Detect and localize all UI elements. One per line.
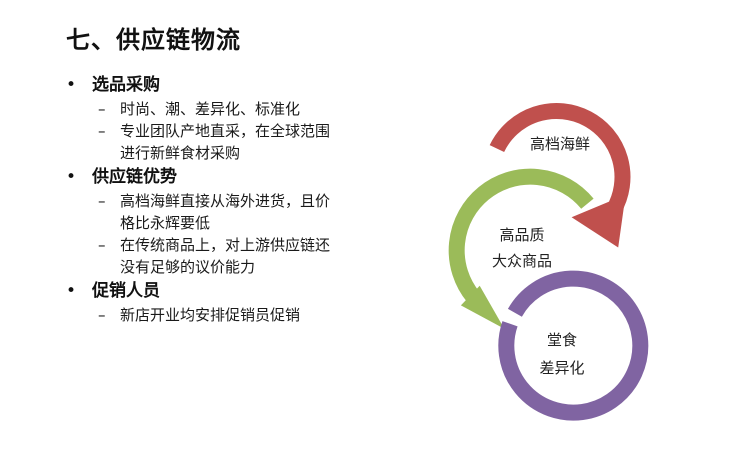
circle-label-red: 高档海鲜: [530, 135, 590, 153]
bullet-list: • 选品采购 – 时尚、潮、差异化、标准化 – 专业团队产地直采，在全球范围 进…: [64, 72, 394, 326]
dash-icon: –: [98, 192, 106, 210]
bullet-heading: • 供应链优势: [64, 164, 394, 190]
circle-label-green-1: 高品质: [499, 226, 544, 244]
bullet-section: • 供应链优势 – 高档海鲜直接从海外进货，且价 格比永辉要低 – 在传统商品上…: [64, 164, 394, 278]
sub-bullet-line: 格比永辉要低: [120, 214, 211, 232]
red-arrowhead-icon: [571, 194, 626, 248]
sub-bullet-line: 没有足够的议价能力: [120, 258, 256, 276]
sub-bullet-line: 专业团队产地直采，在全球范围: [120, 122, 331, 140]
green-arc: [448, 168, 594, 303]
cycle-diagram: 高档海鲜 高品质 大众商品 堂食 差异化: [448, 102, 649, 421]
circle-label-purple-2: 差异化: [539, 359, 584, 377]
circle-label-green-2: 大众商品: [492, 252, 552, 270]
dash-icon: –: [98, 236, 106, 254]
sub-bullet-line: 进行新鲜食材采购: [120, 144, 241, 162]
bullet-heading-text: 促销人员: [92, 281, 160, 301]
circle-label-purple-1: 堂食: [547, 331, 577, 349]
bullet-heading: • 选品采购: [64, 72, 394, 98]
bullet-section: • 促销人员 – 新店开业均安排促销员促销: [64, 278, 394, 326]
dash-icon: –: [98, 306, 106, 324]
slide-title: 七、供应链物流: [66, 26, 241, 54]
bullet-heading-text: 选品采购: [92, 75, 160, 95]
dash-icon: –: [98, 122, 106, 140]
bullet-dot-icon: •: [66, 167, 77, 187]
green-cycle-arrow: 高品质 大众商品: [448, 168, 594, 329]
sub-bullet-line: 高档海鲜直接从海外进货，且价: [120, 192, 331, 210]
sub-bullet-line: 新店开业均安排促销员促销: [120, 306, 301, 324]
green-arrowhead-icon: [460, 285, 505, 329]
sub-bullet-line: 在传统商品上，对上游供应链还: [120, 236, 331, 254]
purple-arc: [498, 270, 649, 421]
sub-bullet: – 专业团队产地直采，在全球范围 进行新鲜食材采购: [64, 120, 380, 164]
sub-bullet: – 在传统商品上，对上游供应链还 没有足够的议价能力: [64, 234, 380, 278]
bullet-heading-text: 供应链优势: [92, 167, 177, 187]
dash-icon: –: [98, 100, 106, 118]
sub-bullet-line: 时尚、潮、差异化、标准化: [120, 100, 301, 118]
sub-bullet: – 时尚、潮、差异化、标准化: [64, 98, 380, 120]
bullet-section: • 选品采购 – 时尚、潮、差异化、标准化 – 专业团队产地直采，在全球范围 进…: [64, 72, 394, 164]
red-arc: [489, 102, 631, 215]
bullet-heading: • 促销人员: [64, 278, 394, 304]
bullet-dot-icon: •: [66, 281, 77, 301]
red-cycle-arrow: 高档海鲜: [489, 102, 631, 248]
sub-bullet: – 高档海鲜直接从海外进货，且价 格比永辉要低: [64, 190, 380, 234]
bullet-dot-icon: •: [66, 75, 77, 95]
purple-cycle-arrow: 堂食 差异化: [498, 270, 649, 421]
sub-bullet: – 新店开业均安排促销员促销: [64, 304, 380, 326]
